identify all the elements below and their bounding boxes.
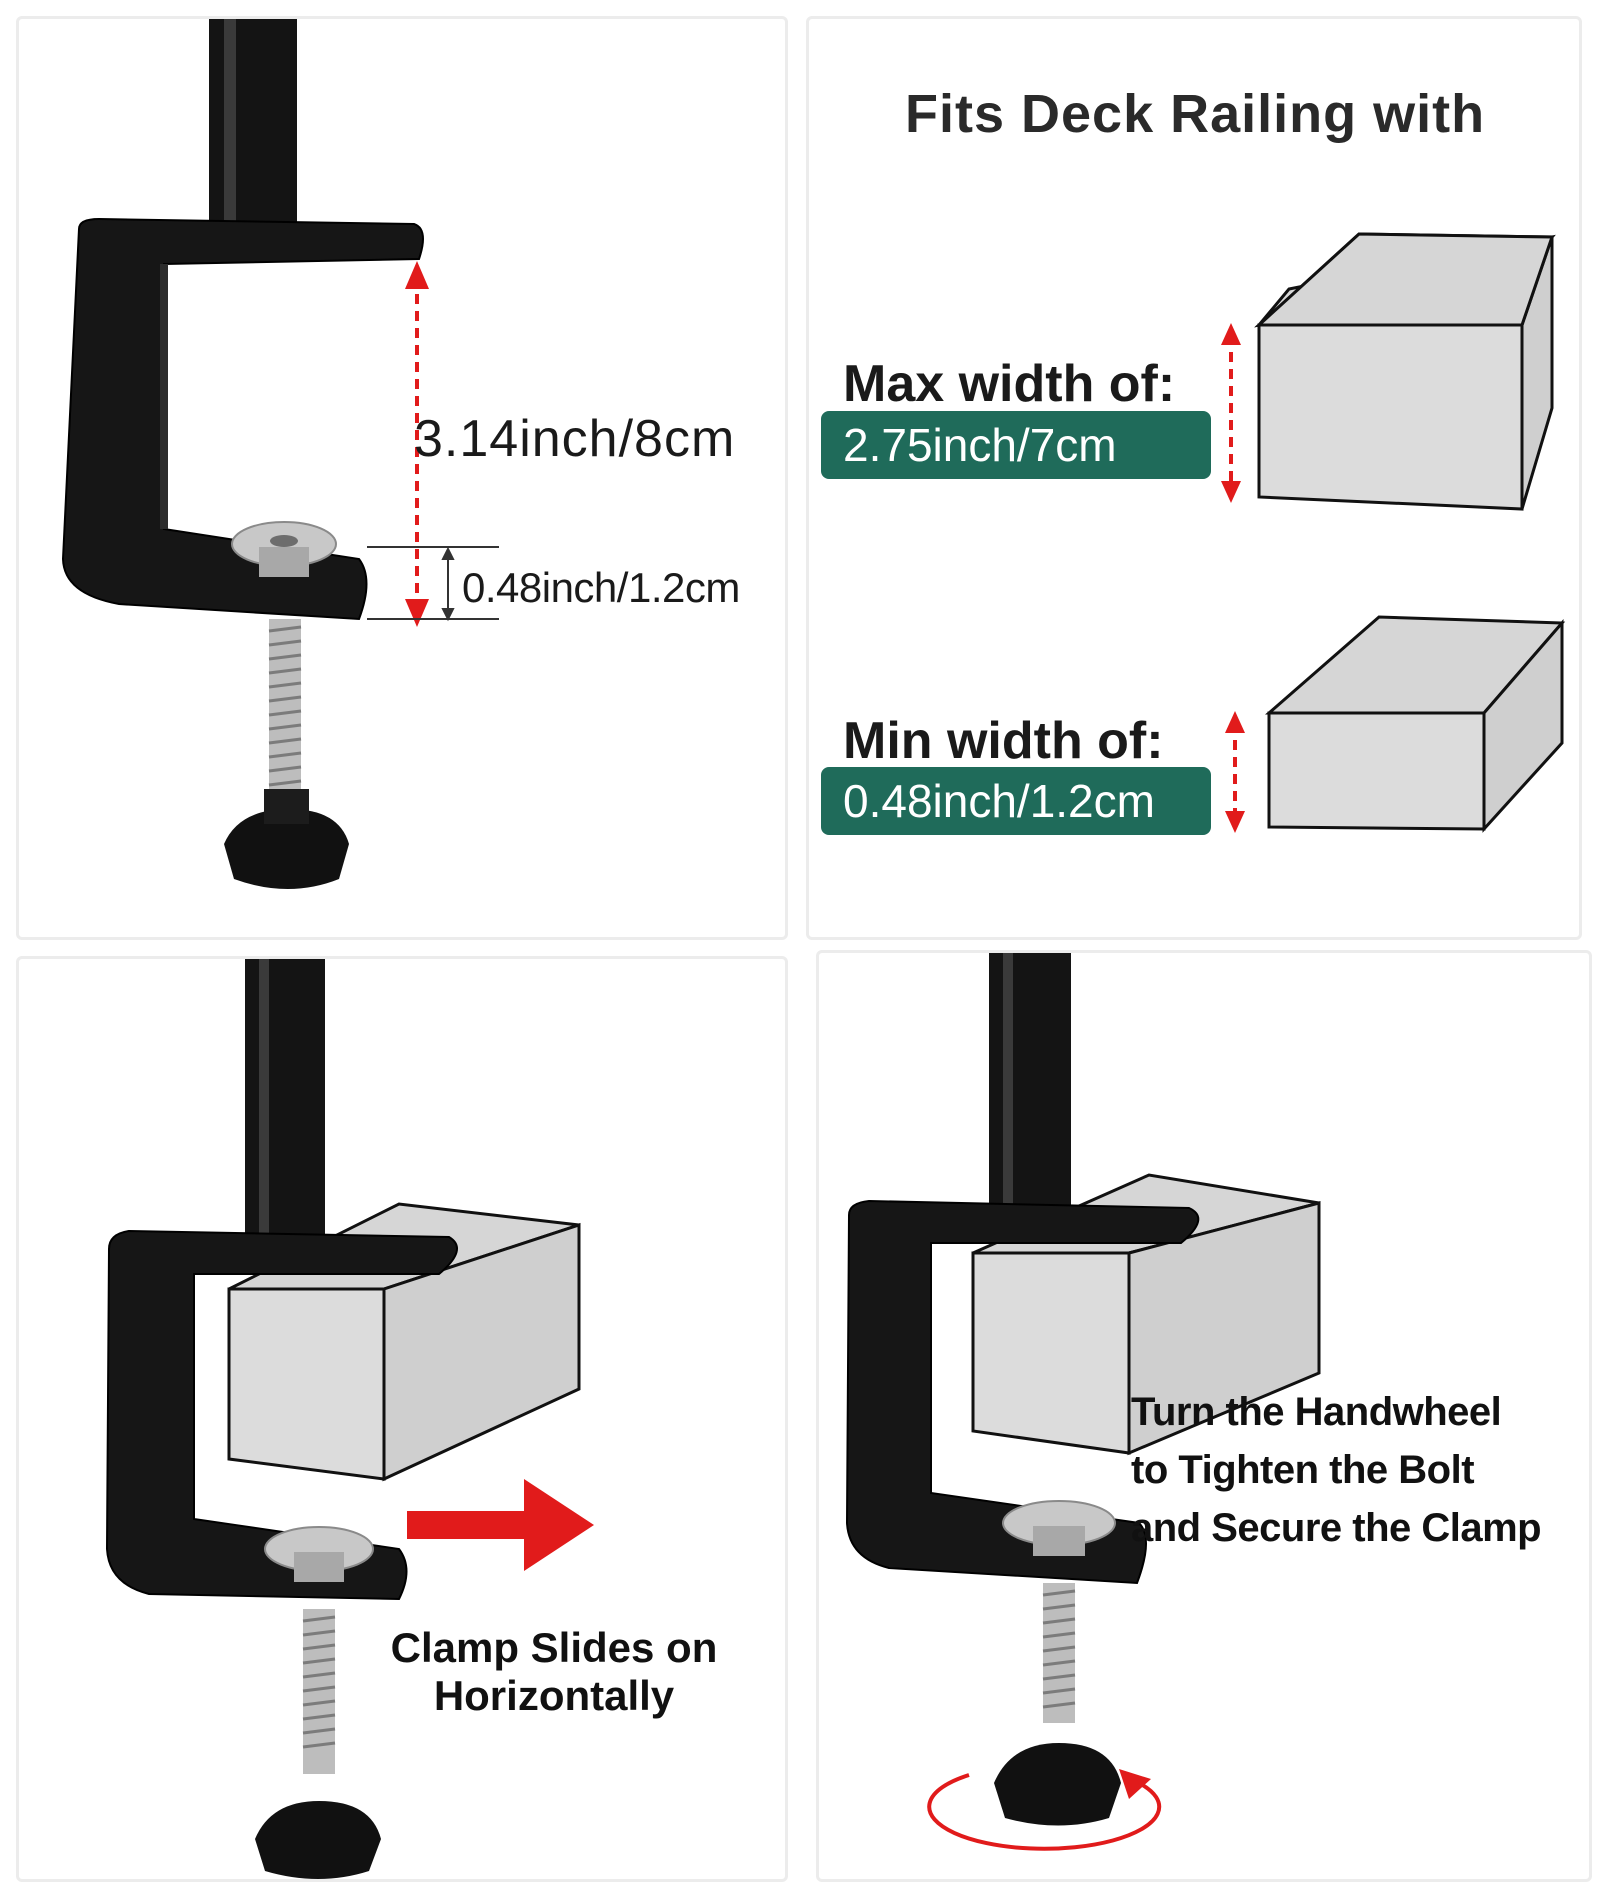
slide-direction-arrow (407, 1479, 594, 1571)
page-title: Fits Deck Railing with (905, 84, 1486, 144)
slide-caption-line1: Clamp Slides on (390, 1624, 718, 1671)
rotate-arrow-icon (927, 1769, 1162, 1851)
max-height-arrow (1221, 323, 1241, 503)
clamp-dimension-illustration (61, 19, 499, 889)
slide-caption-line2: Horizontally (433, 1672, 675, 1719)
max-width-label: Max width of: (843, 355, 1176, 413)
railing-blocks (1221, 232, 1566, 833)
c-clamp-frame (61, 217, 424, 621)
tighten-line1: Turn the Handwheel (1131, 1390, 1502, 1434)
tighten-caption: Turn the Handwheel to Tighten the Bolt a… (1131, 1383, 1542, 1557)
deck-fit-panel: Fits Deck Railing with Max width of: (806, 16, 1582, 940)
opening-label: 3.14inch/8cm (414, 410, 736, 468)
mount-pole (209, 19, 297, 229)
max-width-badge: 2.75inch/7cm (821, 411, 1211, 479)
clamp-slide-illustration (105, 959, 594, 1879)
min-width-badge: 0.48inch/1.2cm (821, 767, 1211, 835)
tighten-panel: Turn the Handwheel to Tighten the Bolt a… (816, 950, 1592, 1882)
slide-panel: Clamp Slides on Horizontally (16, 956, 788, 1882)
tighten-line2: to Tighten the Bolt (1131, 1448, 1475, 1492)
pad-dimension-lines (367, 546, 499, 622)
opening-dimension-arrow (405, 261, 429, 627)
slide-caption: Clamp Slides on Horizontally (354, 1624, 754, 1720)
min-height-arrow (1225, 711, 1245, 833)
min-width-block (1265, 615, 1566, 833)
threaded-bolt (269, 619, 301, 799)
tighten-line3: and Secure the Clamp (1131, 1506, 1542, 1550)
max-width-block (1254, 232, 1556, 511)
pad-label: 0.48inch/1.2cm (462, 564, 740, 611)
clamp-tighten-illustration (845, 953, 1321, 1851)
min-width-label: Min width of: (843, 712, 1164, 770)
star-knob (224, 809, 349, 889)
dimension-panel: 3.14inch/8cm 0.48inch/1.2cm (16, 16, 788, 940)
